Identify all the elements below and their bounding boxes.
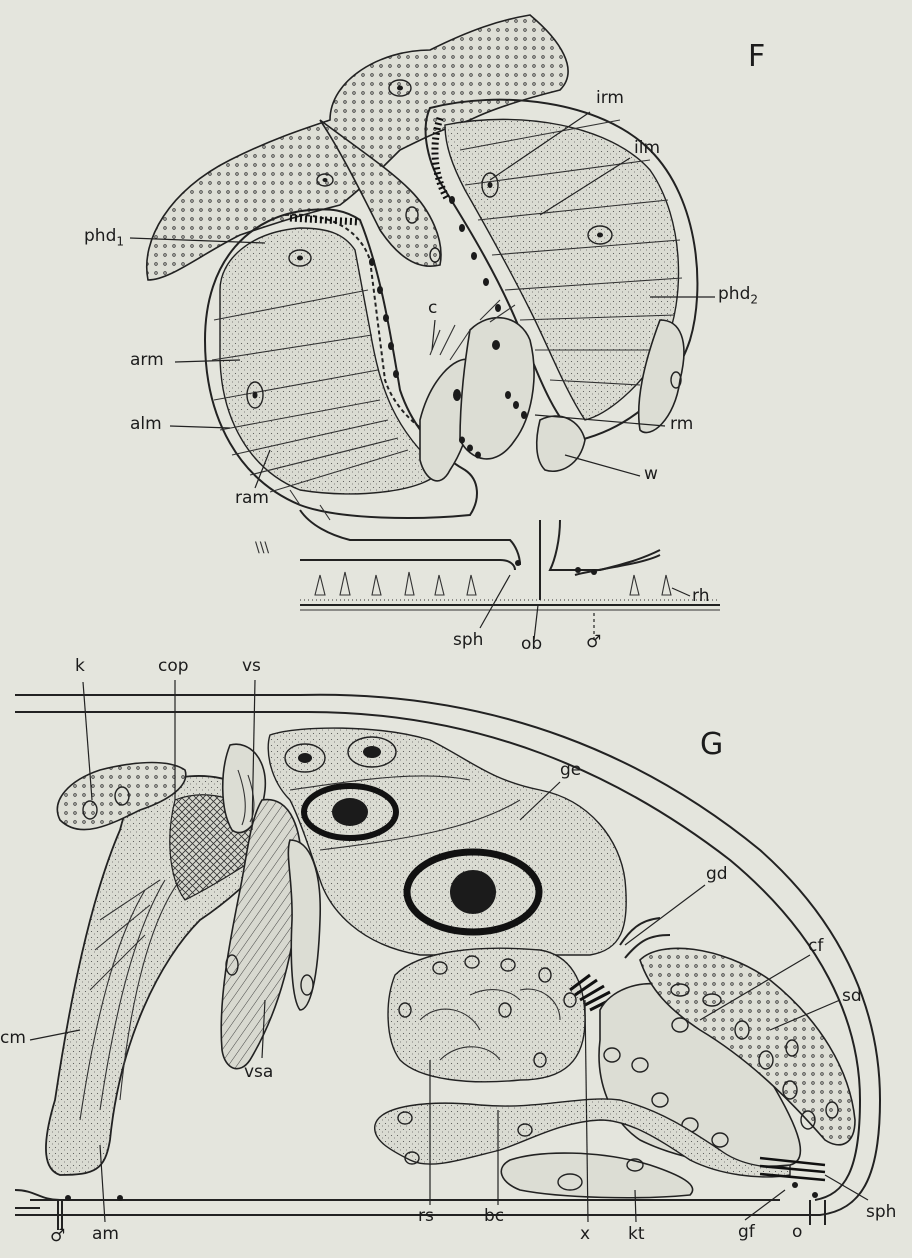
label-rs: rs (418, 1208, 434, 1225)
label-phd2: phd2 (718, 286, 758, 305)
label-cm: cm (0, 1030, 26, 1047)
label-phd2-text: phd (718, 284, 750, 304)
receptaculum-seminis (388, 948, 585, 1082)
label-phd1-subscript: 1 (116, 234, 124, 248)
label-am: am (92, 1226, 119, 1243)
label-arm: arm (130, 352, 164, 369)
label-ge: ge (560, 762, 581, 779)
label-bc: bc (484, 1208, 504, 1225)
label-x: x (580, 1226, 590, 1243)
label-phd1: phd1 (84, 228, 124, 247)
label-ram: ram (235, 490, 269, 507)
svg-text:\\\: \\\ (255, 540, 269, 556)
label-phd1-text: phd (84, 226, 116, 246)
label-k: k (75, 658, 85, 675)
label-sph-g: sph (866, 1204, 896, 1221)
label-male-f: ♂ (586, 634, 601, 651)
label-vsa: vsa (244, 1064, 273, 1081)
label-phd2-subscript: 2 (750, 292, 758, 306)
label-ilm: ilm (634, 140, 660, 157)
pharynx-left-stipple (220, 228, 440, 494)
label-ob: ob (521, 636, 542, 653)
label-rm: rm (670, 416, 693, 433)
figure-g-drawing (15, 695, 880, 1230)
label-c: c (428, 300, 437, 317)
label-sd: sd (842, 988, 862, 1005)
figure-f-letter: F (748, 42, 765, 72)
label-gd: gd (706, 866, 728, 883)
rhabdites (315, 572, 671, 595)
label-w: w (644, 466, 658, 483)
label-gf: gf (738, 1224, 755, 1241)
label-o: o (792, 1224, 802, 1241)
label-male-g: ♂ (50, 1228, 65, 1245)
label-cop: cop (158, 658, 189, 675)
kt-tissue (501, 1153, 692, 1198)
label-kt: kt (628, 1226, 645, 1243)
label-sph-f: sph (453, 632, 483, 649)
label-irm: irm (596, 90, 624, 107)
figure-g-letter: G (700, 730, 723, 760)
label-rh: rh (692, 588, 709, 605)
label-alm: alm (130, 416, 162, 433)
label-cf: cf (808, 938, 823, 955)
label-vs: vs (242, 658, 261, 675)
